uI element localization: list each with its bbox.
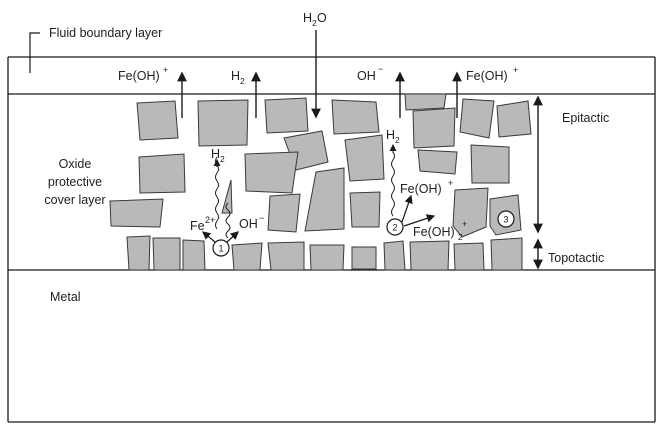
oxide-grain xyxy=(417,149,458,175)
svg-text:+: + xyxy=(462,219,467,229)
svg-text:+: + xyxy=(163,65,168,75)
oxide-grain xyxy=(197,99,249,147)
feoh-plus-label-2: Fe(OH) + xyxy=(466,65,518,83)
oxide-grain xyxy=(264,97,309,134)
oxide-grain xyxy=(126,235,151,271)
svg-text:3: 3 xyxy=(503,215,508,225)
svg-text:2: 2 xyxy=(392,223,397,233)
oxide-label-line1: Oxide xyxy=(59,157,92,171)
h2-label-site1: H 2 xyxy=(211,147,225,164)
oxide-grain xyxy=(470,144,510,184)
oxide-grain xyxy=(109,198,164,228)
svg-text:H: H xyxy=(231,69,240,83)
feoh2-arrow-site2 xyxy=(403,214,436,227)
h2o-label: H 2 O xyxy=(303,11,327,28)
oxide-grain xyxy=(152,237,181,271)
svg-text:O: O xyxy=(317,11,327,25)
svg-text:2: 2 xyxy=(220,154,225,164)
oxide-grain xyxy=(383,240,406,271)
oxide-grain xyxy=(267,193,301,233)
svg-text:2: 2 xyxy=(395,135,400,145)
feoh-plus-label-site2: Fe(OH) + xyxy=(400,178,453,196)
svg-text:OH: OH xyxy=(357,69,376,83)
oxide-grain xyxy=(412,107,456,149)
metal-label: Metal xyxy=(50,290,81,304)
oh-arrow-site1 xyxy=(226,231,239,243)
oxide-grain xyxy=(351,246,377,270)
oxide-grain xyxy=(136,100,179,141)
oxide-grain xyxy=(459,98,495,139)
svg-text:H: H xyxy=(211,147,220,161)
oxide-label-line3: cover layer xyxy=(44,193,105,207)
oxide-grain xyxy=(490,237,523,271)
oxide-grain xyxy=(496,100,532,138)
oh-minus-label-top: OH − xyxy=(357,64,383,83)
oxide-grain xyxy=(231,242,263,271)
oxide-grain xyxy=(344,134,385,182)
svg-text:H: H xyxy=(386,128,395,142)
oxide-grain xyxy=(309,244,345,271)
oxide-grain xyxy=(221,179,233,214)
oxide-grain xyxy=(404,93,447,111)
svg-text:2: 2 xyxy=(240,76,245,86)
oxide-grain xyxy=(349,191,381,228)
svg-text:H: H xyxy=(303,11,312,25)
oxide-grain xyxy=(244,151,299,194)
svg-text:Fe(OH): Fe(OH) xyxy=(413,225,455,239)
h2-diffusion-path-2 xyxy=(391,151,395,217)
site-2-marker: 2 xyxy=(386,218,404,236)
oxide-grain xyxy=(453,242,485,271)
epitactic-label: Epitactic xyxy=(562,111,609,125)
h2-label-site2: H 2 xyxy=(386,128,400,145)
svg-text:+: + xyxy=(448,178,453,188)
svg-text:2+: 2+ xyxy=(205,215,215,225)
site-3-marker: 3 xyxy=(497,210,515,228)
oxide-label-line2: protective xyxy=(48,175,102,189)
svg-text:1: 1 xyxy=(218,244,223,254)
feoh-arrow-site2 xyxy=(401,194,413,223)
svg-text:2: 2 xyxy=(312,18,317,28)
oxide-grain xyxy=(331,99,380,135)
feoh2-plus-label-site2: Fe(OH) 2 + xyxy=(413,219,467,242)
svg-text:Fe: Fe xyxy=(190,219,205,233)
feoh-plus-label-1: Fe(OH) + xyxy=(118,65,168,83)
svg-text:−: − xyxy=(378,64,383,74)
fluid-boundary-layer-label: Fluid boundary layer xyxy=(49,26,162,40)
fe2-diffusion-path xyxy=(225,202,231,239)
svg-text:OH: OH xyxy=(239,217,258,231)
topotactic-label: Topotactic xyxy=(548,251,604,265)
site-1-marker: 1 xyxy=(212,239,230,257)
oxide-grain xyxy=(409,240,450,271)
fe2-plus-label: Fe 2+ xyxy=(190,215,215,233)
oh-minus-label-site1: OH − xyxy=(239,213,264,231)
svg-text:Fe(OH): Fe(OH) xyxy=(466,69,508,83)
fe2-arrow xyxy=(202,231,216,243)
svg-text:Fe(OH): Fe(OH) xyxy=(118,69,160,83)
oxide-grain xyxy=(452,187,489,238)
svg-text:+: + xyxy=(513,65,518,75)
oxide-grains xyxy=(109,93,532,271)
svg-text:Fe(OH): Fe(OH) xyxy=(400,182,442,196)
oxide-grain xyxy=(138,153,186,194)
oxide-grain xyxy=(304,167,345,232)
oxide-grain xyxy=(267,241,305,271)
svg-text:2: 2 xyxy=(458,232,463,242)
oxide-grain xyxy=(182,239,206,271)
svg-text:−: − xyxy=(259,213,264,223)
h2-diffusion-path-1 xyxy=(215,156,219,230)
fluid-boundary-leader xyxy=(29,32,40,73)
h2-label-top: H 2 xyxy=(231,69,245,86)
